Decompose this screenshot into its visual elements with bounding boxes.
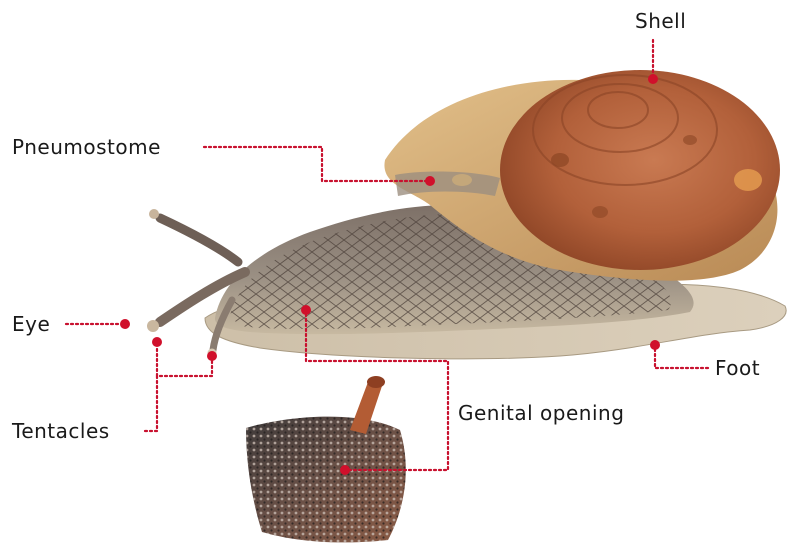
label-genital-opening: Genital opening [458,401,624,425]
label-pneumostome: Pneumostome [12,135,161,159]
genital-opening-marker-dot-inset [340,465,350,475]
genital-opening-inset [246,376,406,542]
pneumostome-hole [452,174,472,186]
tentacles-marker-dot-1 [152,337,162,347]
genital-opening-marker-dot-body [301,305,311,315]
shell-whorl [500,70,780,270]
foot-marker-dot [650,340,660,350]
upper-tentacle [160,218,238,262]
label-eye: Eye [12,312,50,336]
snail-illustration [147,70,786,359]
shell-spot [734,169,762,191]
label-foot: Foot [715,356,760,380]
pneumostome-marker-dot [425,176,435,186]
inset-texture [246,417,406,543]
tentacles-marker-dot-2 [207,351,217,361]
shell-spot [592,206,608,218]
eye-marker-dot [120,319,130,329]
shell-spot [551,153,569,167]
shell-spot [683,135,697,145]
tentacles-leader [145,360,212,431]
inset-tentacle-tip [367,376,385,388]
shell-marker-dot [648,74,658,84]
label-tentacles: Tentacles [11,419,110,443]
label-shell: Shell [635,9,686,33]
foot-leader [655,349,708,368]
eye-tentacle-tip [147,320,159,332]
upper-tentacle-tip [149,209,159,219]
